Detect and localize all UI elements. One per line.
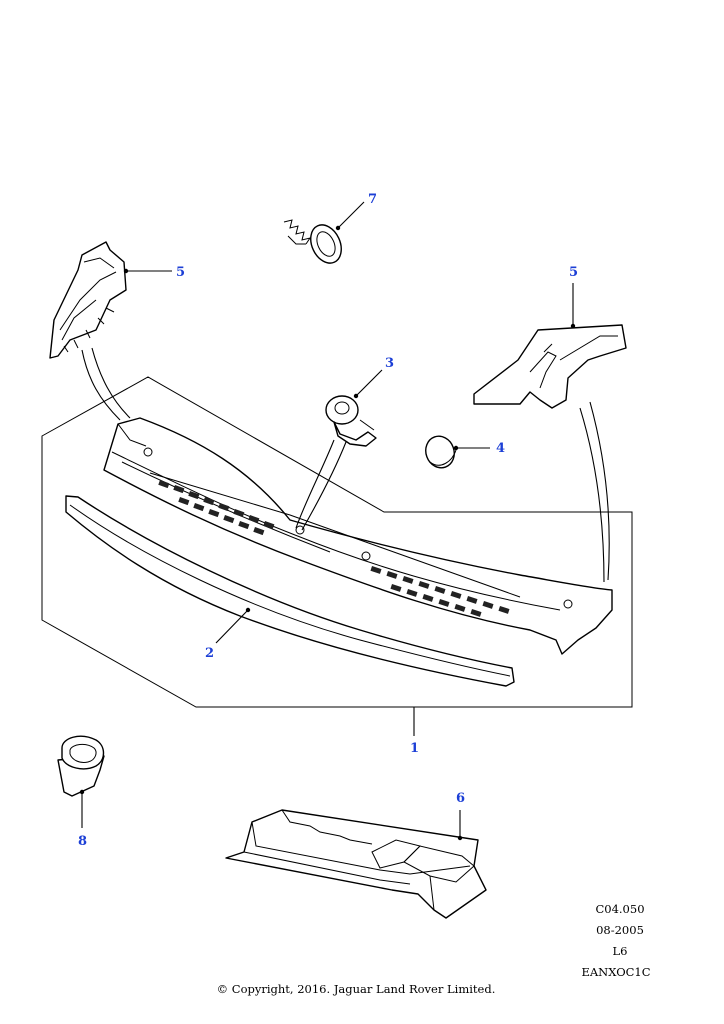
callout-7-dot — [335, 225, 341, 231]
copyright-text: © Copyright, 2016. Jaguar Land Rover Lim… — [216, 982, 496, 996]
callout-3-leader — [355, 369, 383, 397]
callout-5a-dot — [123, 268, 129, 274]
push-clip-part-7 — [283, 219, 342, 264]
callout-8-dot — [79, 789, 85, 795]
assembly-outline — [41, 376, 633, 708]
callout-6: 6 — [456, 791, 465, 806]
grommet-part-8 — [57, 735, 105, 797]
image-code: EANXOC1C — [581, 965, 651, 979]
callout-3-dot — [353, 393, 359, 399]
cap-part-4 — [425, 435, 457, 469]
callout-7: 7 — [368, 192, 377, 207]
callout-2: 2 — [205, 646, 214, 661]
callout-7-leader — [337, 201, 365, 229]
clip-part-3 — [325, 395, 377, 447]
cowl-panel-part-1 — [103, 417, 613, 655]
callout-4: 4 — [496, 441, 505, 456]
part-3-leaders — [295, 439, 347, 531]
part-5a-leaders — [81, 347, 131, 421]
callout-4-dot — [453, 445, 459, 451]
model-code: L6 — [612, 944, 628, 958]
date-code: 08-2005 — [596, 923, 644, 937]
end-cap-right-part-5 — [473, 324, 627, 409]
callout-5b-dot — [570, 323, 576, 329]
part-5b-leaders — [579, 401, 610, 583]
callout-2-dot — [245, 607, 251, 613]
ref-code: C04.050 — [595, 902, 645, 916]
callout-2-leader — [215, 609, 249, 644]
vent-slots-right — [370, 566, 510, 617]
callout-8: 8 — [78, 834, 87, 849]
callout-3: 3 — [385, 356, 394, 371]
cowl-duct-part-6 — [225, 809, 487, 919]
seal-strip-part-2 — [65, 495, 515, 687]
callout-6-dot — [457, 835, 463, 841]
callout-5a: 5 — [176, 265, 185, 280]
callout-1: 1 — [410, 741, 419, 756]
callout-5b: 5 — [569, 265, 578, 280]
end-cap-left-part-5 — [49, 241, 127, 359]
vent-slots-left — [158, 480, 275, 536]
